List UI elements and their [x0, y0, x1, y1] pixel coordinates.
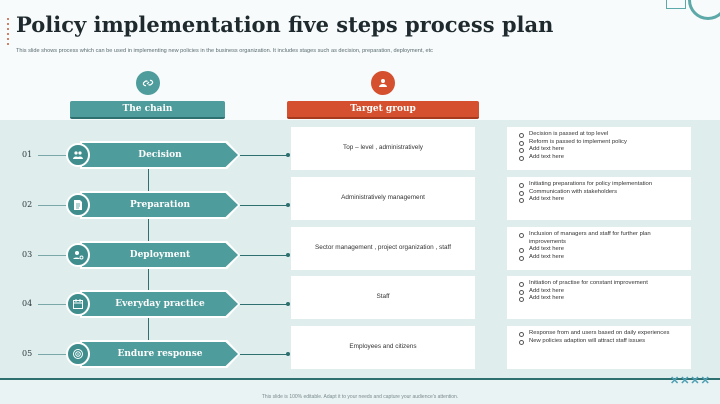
- step-label: Deployment: [82, 243, 238, 267]
- detail-item: Add text here: [519, 154, 683, 162]
- detail-item: New policies adaption will attract staff…: [519, 338, 683, 346]
- detail-item: Add text here: [519, 246, 683, 254]
- decorative-dots: [6, 18, 12, 48]
- decorative-x-marks: ✕✕✕✕: [670, 375, 711, 387]
- step-number-line: [38, 255, 68, 256]
- target-group-box: Administratively management: [291, 177, 475, 220]
- step-label: Decision: [82, 143, 238, 167]
- step-number: 01: [22, 150, 33, 159]
- calendar-icon: [66, 292, 90, 316]
- document-icon: [66, 193, 90, 217]
- detail-item: Reform is passed to implement policy: [519, 139, 683, 147]
- detail-item: Add text here: [519, 288, 683, 296]
- target-group-header: Target group: [287, 101, 479, 119]
- step-connector: [240, 253, 290, 257]
- target-icon: [66, 342, 90, 366]
- header-area: [0, 0, 720, 120]
- detail-box: Initiating preparations for policy imple…: [507, 177, 691, 220]
- detail-item: Add text here: [519, 254, 683, 262]
- page-title: Policy implementation five steps process…: [16, 12, 554, 37]
- detail-item: Add text here: [519, 196, 683, 204]
- detail-item: Initiation of practise for constant impr…: [519, 280, 683, 288]
- decorative-corner-bracket: [666, 0, 686, 9]
- detail-item: Response from and users based on daily e…: [519, 330, 683, 338]
- detail-box: Decision is passed at top level Reform i…: [507, 127, 691, 170]
- chain-header: The chain: [70, 101, 225, 119]
- bottom-divider: [0, 378, 720, 380]
- detail-item: Add text here: [519, 146, 683, 154]
- step-connector: [240, 302, 290, 306]
- step-number: 02: [22, 200, 33, 209]
- step-label: Everyday practice: [82, 292, 238, 316]
- step-label: Preparation: [82, 193, 238, 217]
- target-group-box: Top – level , administratively: [291, 127, 475, 170]
- detail-box: Response from and users based on daily e…: [507, 326, 691, 369]
- detail-box: Inclusion of managers and staff for furt…: [507, 227, 691, 270]
- group-icon: [371, 71, 395, 95]
- step-number-line: [38, 354, 68, 355]
- detail-item: Decision is passed at top level: [519, 131, 683, 139]
- target-group-box: Staff: [291, 276, 475, 319]
- step-number: 03: [22, 250, 33, 259]
- target-group-box: Sector management , project organization…: [291, 227, 475, 270]
- detail-item: Communication with stakeholders: [519, 189, 683, 197]
- step-connector: [240, 203, 290, 207]
- page-subtitle: This slide shows process which can be us…: [16, 48, 433, 54]
- detail-item: Add text here: [519, 295, 683, 303]
- detail-item: Inclusion of managers and staff for furt…: [519, 231, 683, 246]
- step-number-line: [38, 155, 68, 156]
- step-number: 04: [22, 299, 33, 308]
- step-number-line: [38, 205, 68, 206]
- target-group-box: Employees and citizens: [291, 326, 475, 369]
- detail-item: Initiating preparations for policy imple…: [519, 181, 683, 189]
- step-connector: [240, 153, 290, 157]
- user-gear-icon: [66, 243, 90, 267]
- step-number-line: [38, 304, 68, 305]
- step-connector: [240, 352, 290, 356]
- people-icon: [66, 143, 90, 167]
- step-label: Endure response: [82, 342, 238, 366]
- footer-text: This slide is 100% editable. Adapt it to…: [261, 394, 459, 400]
- link-icon: [136, 71, 160, 95]
- step-number: 05: [22, 349, 33, 358]
- detail-box: Initiation of practise for constant impr…: [507, 276, 691, 319]
